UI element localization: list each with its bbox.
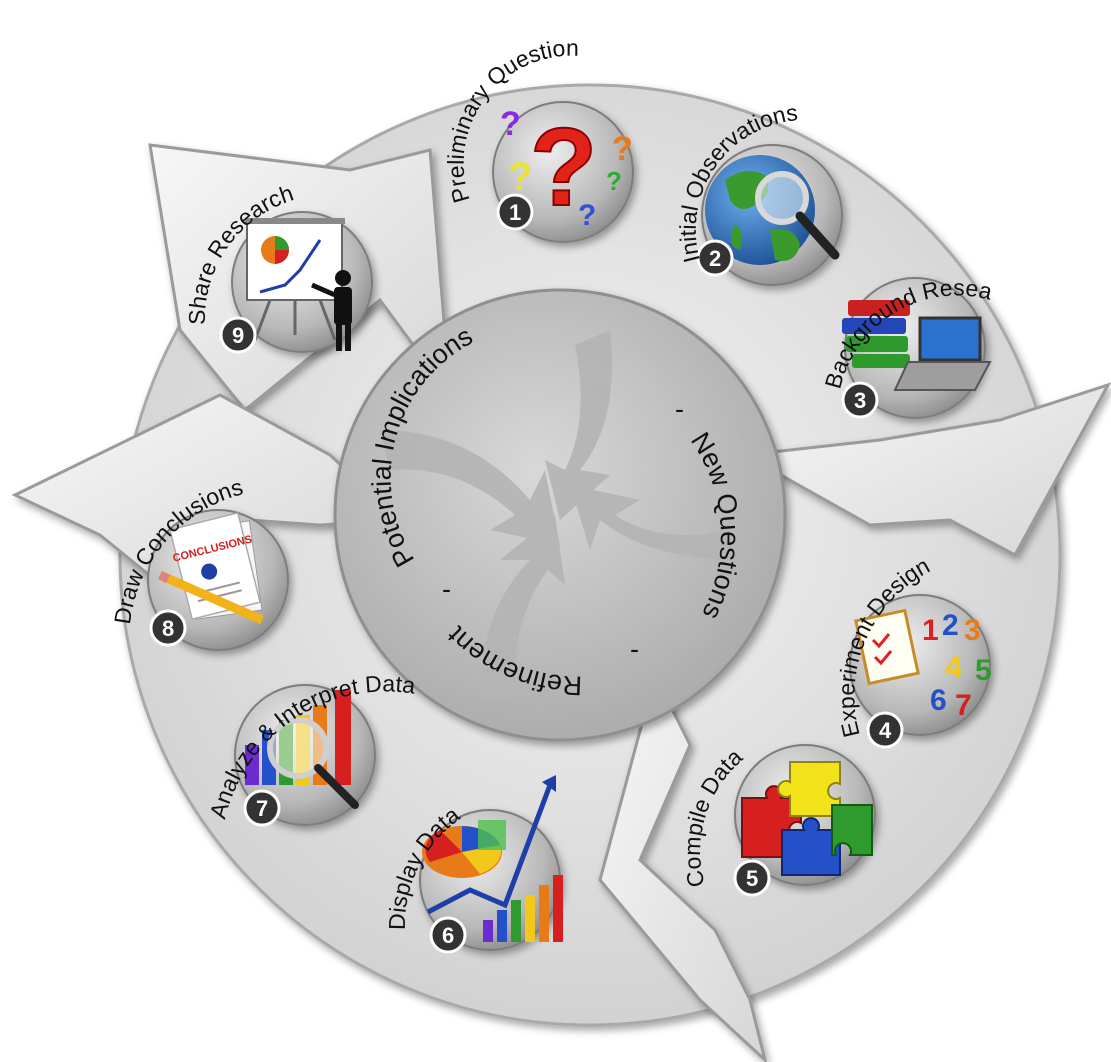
svg-text:1: 1: [922, 614, 939, 647]
inner-swirl-arrows: [380, 330, 740, 700]
arrow-right: [740, 382, 1111, 558]
svg-text:7: 7: [955, 689, 972, 722]
svg-text:6: 6: [930, 684, 947, 717]
charts-icon: [422, 775, 563, 942]
step-7-badge: 7: [243, 789, 281, 827]
presenter-easel-icon: [245, 218, 352, 351]
svg-text:6: 6: [442, 923, 454, 948]
bar-chart-magnifier-icon: [245, 690, 359, 809]
inner-disc: Potential Implications New Questions Ref…: [333, 288, 787, 742]
svg-text:5: 5: [975, 654, 992, 687]
books-laptop-icon: [842, 300, 992, 391]
svg-text:?: ?: [530, 106, 597, 229]
step-9-badge: 9: [219, 316, 257, 354]
conclusions-document-icon: CONCLUSIONS: [157, 511, 264, 625]
svg-text:5: 5: [746, 866, 758, 891]
svg-text:?: ?: [578, 199, 596, 232]
step-4-badge: 4: [866, 711, 904, 749]
svg-text:9: 9: [232, 323, 244, 348]
svg-text:3: 3: [854, 388, 866, 413]
globe-magnifier-icon: [705, 155, 840, 265]
svg-text:4: 4: [879, 718, 892, 743]
svg-text:?: ?: [612, 130, 633, 168]
step-2: 2 Initial Observations: [675, 99, 843, 286]
svg-text:4: 4: [945, 651, 962, 684]
step-3-badge: 3: [841, 381, 879, 419]
step-6: 6 Display Data: [384, 775, 563, 954]
question-marks-icon: ? ? ? ? ? ?: [500, 105, 633, 232]
step-2-badge: 2: [696, 239, 734, 277]
step-8-badge: 8: [149, 609, 187, 647]
svg-text:?: ?: [606, 166, 622, 196]
step-5-badge: 5: [733, 859, 771, 897]
arrow-bottom: [598, 670, 768, 1062]
svg-text:8: 8: [162, 616, 174, 641]
step-8: CONCLUSIONS 8 Draw Conclusions: [109, 474, 289, 651]
step-1-badge: 1: [496, 193, 534, 231]
inner-separator-1: -: [675, 394, 684, 424]
svg-text:2: 2: [942, 609, 959, 642]
inner-separator-2: -: [630, 634, 639, 664]
svg-text:2: 2: [709, 246, 721, 271]
svg-text:1: 1: [509, 200, 521, 225]
inner-separator-3: -: [442, 574, 451, 604]
step-6-badge: 6: [429, 916, 467, 954]
svg-text:?: ?: [500, 105, 521, 143]
arrow-left: [11, 393, 404, 603]
svg-text:?: ?: [508, 155, 532, 199]
svg-text:7: 7: [256, 796, 268, 821]
svg-text:3: 3: [964, 614, 981, 647]
step-9: 9 Share Research: [184, 180, 373, 354]
checklist-numbers-icon: 1 2 3 4 5 6 7: [854, 608, 992, 722]
puzzle-pieces-icon: [741, 761, 873, 876]
